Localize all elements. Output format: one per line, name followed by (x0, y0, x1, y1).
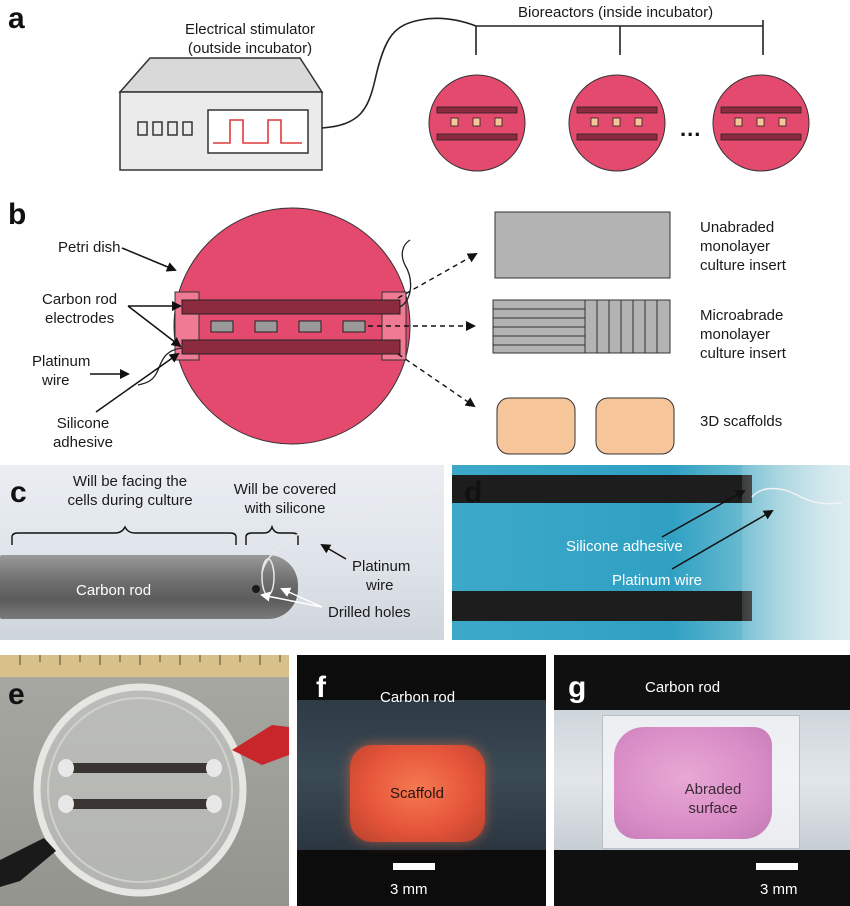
petri-dish-photo (37, 687, 243, 893)
carbon-rod-photo-top (64, 763, 216, 773)
carbon-rod-label-g: Carbon rod (645, 678, 720, 697)
panel-d-label: d (464, 478, 482, 508)
scaffolds-label: 3D scaffolds (700, 412, 782, 431)
abraded-surface-label: Abraded surface (668, 780, 758, 818)
panel-g-label: g (568, 673, 586, 703)
bioreactor-dish-2 (569, 75, 665, 171)
facing-cells-label: Will be facing the cells during culture (40, 472, 220, 510)
electrical-stimulator (120, 58, 322, 170)
panel-e-photo (0, 655, 289, 906)
panel-c-label: c (10, 478, 27, 508)
drilled-holes-label: Drilled holes (328, 603, 411, 622)
unabraded-insert (495, 212, 670, 278)
black-clip (0, 838, 56, 887)
microabrade-label: Microabrade monolayer culture insert (700, 306, 786, 363)
platinum-wire-label-c: Platinum wire (352, 557, 410, 595)
scale-label-f: 3 mm (390, 880, 428, 899)
panel-a-diagram (0, 0, 850, 200)
carbon-rod-bottom (182, 340, 400, 354)
panel-f-label: f (316, 673, 326, 703)
unabraded-label: Unabraded monolayer culture insert (700, 218, 786, 275)
carbon-rod-label-f: Carbon rod (380, 688, 455, 707)
scaffold-right (596, 398, 674, 454)
ellipsis: ... (680, 116, 701, 142)
scale-bar-g (756, 863, 798, 870)
carbon-rod-label: Carbon rod (76, 581, 151, 600)
covered-silicone-label: Will be covered with silicone (220, 480, 350, 518)
scaffold-left (497, 398, 575, 454)
platinum-wire-label-d: Platinum wire (612, 571, 702, 590)
bioreactor-dish-3 (713, 75, 809, 171)
silicone-adhesive-label-d: Silicone adhesive (566, 537, 683, 556)
brace-facing (12, 527, 236, 545)
bioreactor-dish-1 (429, 75, 525, 171)
cable-line (322, 18, 763, 128)
carbon-rod-photo-bottom (64, 799, 216, 809)
microabrade-insert (493, 300, 670, 353)
scaffold-label: Scaffold (390, 785, 444, 802)
scale-bar-f (393, 863, 435, 870)
carbon-rod-top (182, 300, 400, 314)
panel-e-label: e (8, 680, 25, 710)
petri-dish (174, 208, 410, 444)
scale-label-g: 3 mm (760, 880, 798, 899)
brace-covered (246, 527, 298, 545)
